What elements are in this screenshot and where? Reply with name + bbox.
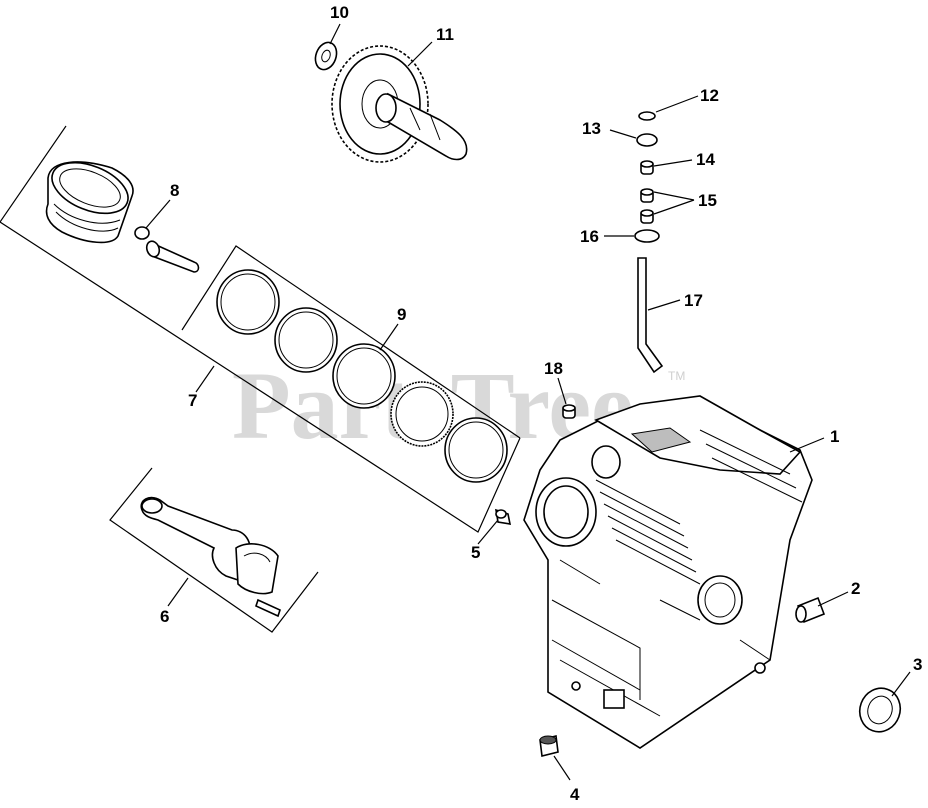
watermark-tm: TM (668, 369, 685, 383)
callout-8: 8 (170, 181, 179, 200)
plug[interactable] (562, 404, 576, 419)
breather-spacer[interactable] (640, 160, 654, 175)
callout-13: 13 (582, 119, 601, 138)
dowel-pin[interactable] (494, 508, 512, 525)
oil-seal[interactable] (854, 682, 907, 737)
callout-18: 18 (544, 359, 563, 378)
callout-1: 1 (830, 427, 839, 446)
piston-group-bracket (0, 125, 521, 533)
piston-pin-retainer[interactable] (134, 226, 150, 240)
callout-15: 15 (698, 191, 717, 210)
drain-plug[interactable] (539, 735, 559, 757)
callout-16: 16 (580, 227, 599, 246)
crankcase[interactable] (523, 395, 813, 749)
connecting-rod[interactable] (140, 496, 281, 618)
rod-group-bracket (109, 467, 319, 633)
breather-seal[interactable] (636, 133, 658, 147)
camshaft-washer[interactable] (312, 39, 340, 72)
fitting[interactable] (795, 596, 826, 624)
piston-rings[interactable] (216, 269, 508, 483)
callout-4: 4 (570, 785, 580, 804)
dipstick-tube[interactable] (637, 257, 664, 374)
leader-lines (145, 23, 911, 781)
callout-5: 5 (471, 543, 480, 562)
callout-9: 9 (397, 305, 406, 324)
breather-washer[interactable] (634, 229, 660, 243)
callout-10: 10 (330, 3, 349, 22)
callout-2: 2 (851, 579, 860, 598)
piston-pin[interactable] (145, 239, 200, 273)
breather-retainer[interactable] (638, 111, 656, 121)
callout-7: 7 (188, 391, 197, 410)
callout-6: 6 (160, 607, 169, 626)
breather-grommets[interactable] (640, 188, 654, 224)
camshaft[interactable] (331, 45, 468, 163)
callout-12: 12 (700, 86, 719, 105)
callout-14: 14 (696, 150, 715, 169)
piston[interactable] (45, 153, 136, 244)
callout-17: 17 (684, 291, 703, 310)
callout-11: 11 (436, 25, 454, 44)
callout-3: 3 (913, 655, 922, 674)
callout-labels: 1 2 3 4 5 6 7 8 9 10 11 12 13 14 15 16 1… (160, 3, 922, 804)
